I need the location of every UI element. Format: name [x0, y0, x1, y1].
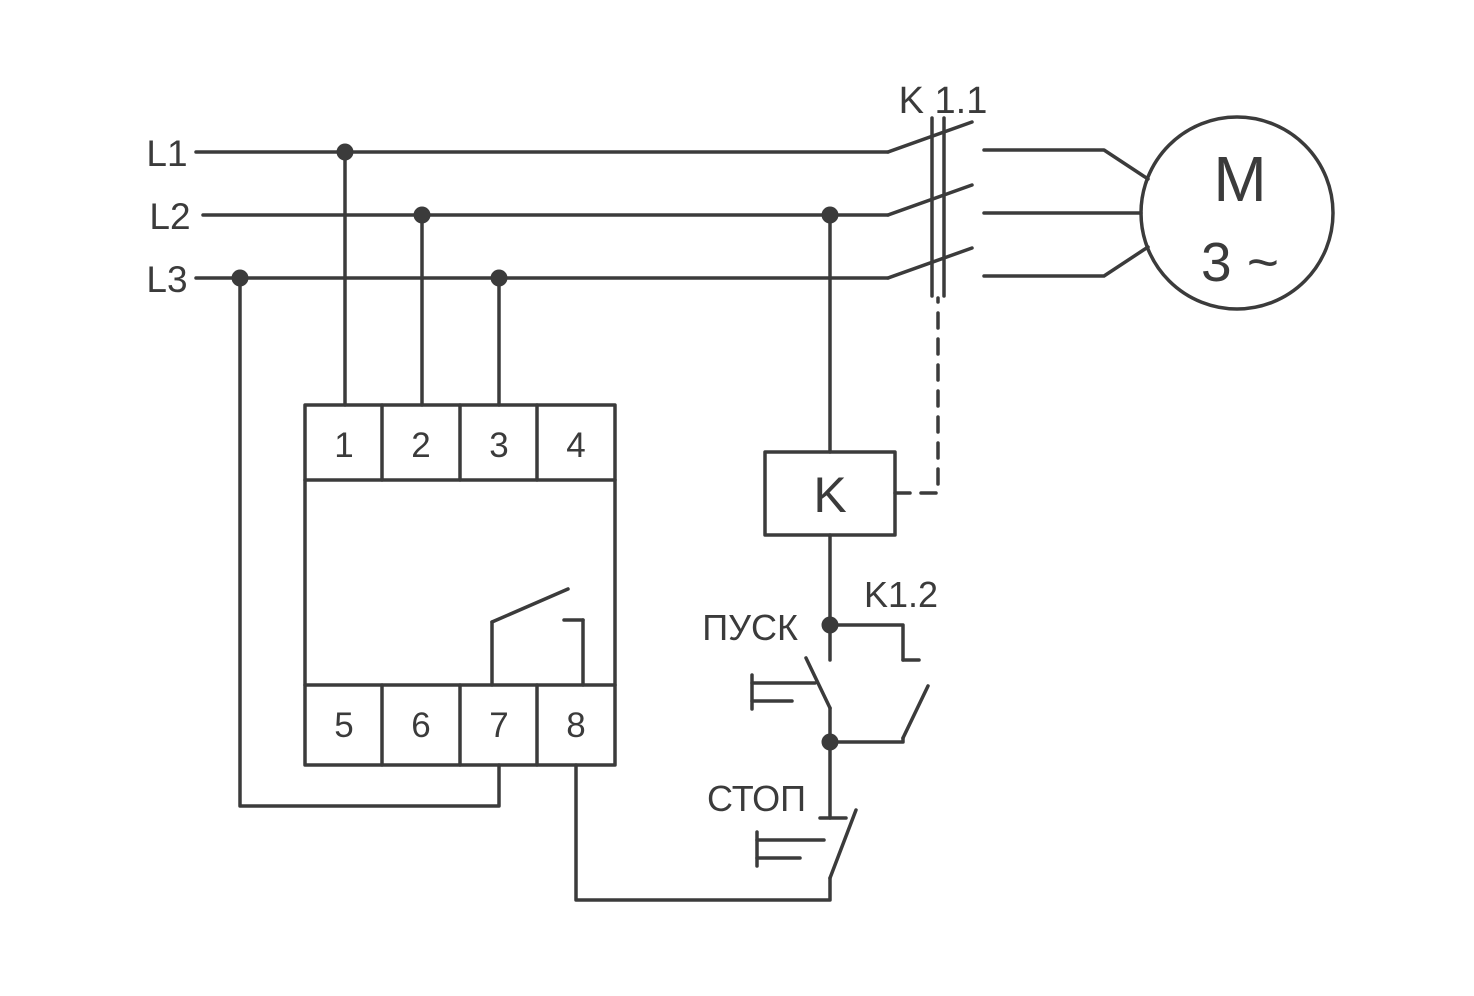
junction-l3-terminal	[490, 269, 508, 287]
label-coil-k: K	[813, 467, 846, 523]
motor-lead-3	[982, 245, 1150, 278]
label-main-contacts-k11: K 1.1	[899, 80, 988, 122]
motor-lead-1	[982, 148, 1150, 181]
junction-dots	[231, 143, 839, 751]
schematic-lines	[194, 115, 1335, 902]
terminal-6-label: 6	[411, 706, 430, 745]
k11-contact-blade-2	[886, 183, 974, 217]
motor-symbol	[1139, 115, 1335, 311]
start-button-blade	[804, 656, 832, 710]
junction-start-bottom	[821, 733, 839, 751]
label-phase-l3: L3	[146, 259, 187, 300]
terminal-1-label: 1	[334, 426, 353, 465]
label-phase-l2: L2	[149, 196, 190, 237]
terminal-3-label: 3	[489, 426, 508, 465]
labels: L1 L2 L3 K 1.1 M 3 ~ K ПУСК K1.2 СТОП 1 …	[146, 80, 1279, 819]
label-stop-button: СТОП	[707, 778, 806, 819]
terminal-7-label: 7	[489, 706, 508, 745]
coil-to-contacts-dashed-link	[893, 296, 940, 495]
label-start-button: ПУСК	[702, 607, 798, 648]
junction-l2-terminal	[413, 206, 431, 224]
label-phase-l1: L1	[146, 133, 187, 174]
stop-button-blade	[828, 808, 858, 880]
terminal-4-label: 4	[566, 426, 585, 465]
terminal-5-label: 5	[334, 706, 353, 745]
label-motor-m: M	[1213, 143, 1266, 215]
terminal-2-label: 2	[411, 426, 430, 465]
terminal-8-label: 8	[566, 706, 585, 745]
wire-l3-to-terminal-7	[238, 276, 501, 808]
label-aux-contact-k12: K1.2	[864, 574, 938, 615]
aux-contact-blade	[901, 684, 930, 740]
junction-l2-coil	[821, 206, 839, 224]
k11-contact-blade-3	[886, 246, 974, 280]
aux-contact-branch-top	[828, 623, 905, 662]
wire-terminal-8-to-stop	[574, 763, 832, 902]
internal-contact-blade	[490, 587, 570, 624]
k11-contact-blade-1	[886, 120, 974, 154]
junction-l1	[336, 143, 354, 161]
aux-contact-branch-bottom	[828, 736, 905, 744]
junction-start-top	[821, 616, 839, 634]
junction-l3-left	[231, 269, 249, 287]
label-motor-phase: 3 ~	[1201, 231, 1279, 293]
